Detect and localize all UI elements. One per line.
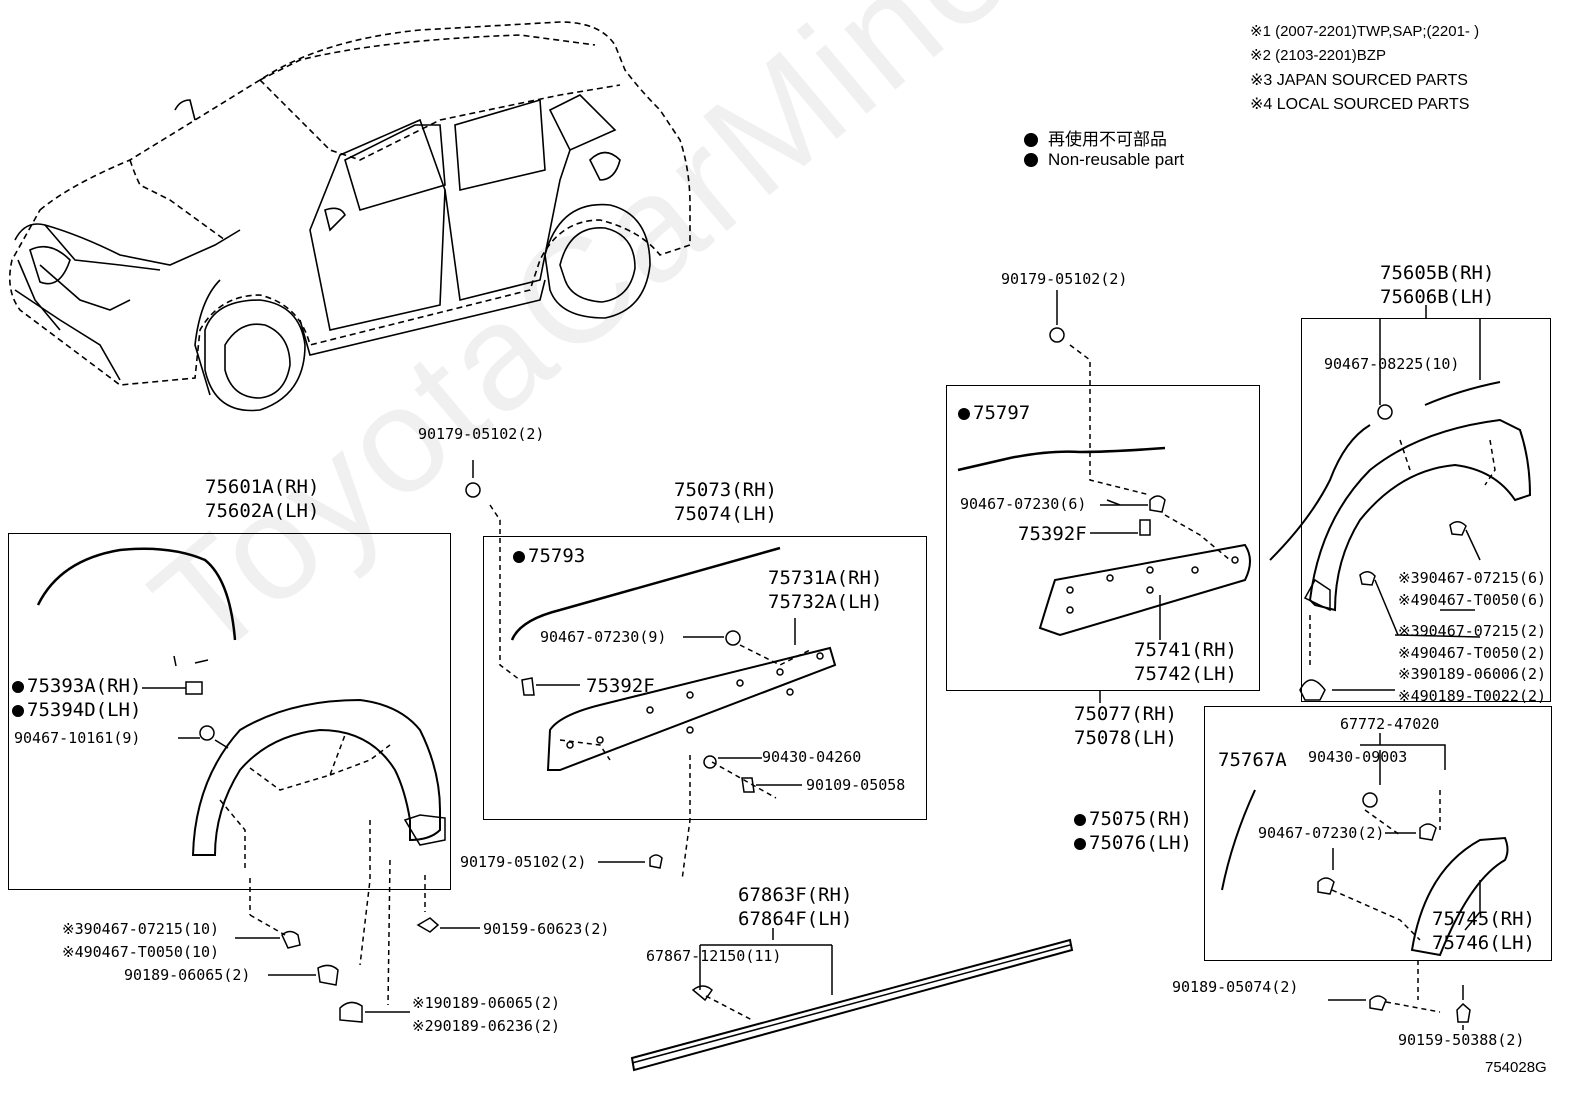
label-390467-c: ※390467-07215(2) (1398, 622, 1547, 640)
label-75731a: 75731A(RH) (768, 567, 883, 589)
rear-door-parts (957, 290, 1251, 703)
label-90159-60623: 90159-60623(2) (483, 920, 610, 938)
label-90179-mid: 90179-05102(2) (460, 853, 587, 871)
note-4: ※4 LOCAL SOURCED PARTS (1250, 96, 1470, 113)
label-75797: 75797 (958, 404, 1030, 423)
vehicle-illustration (9, 21, 691, 412)
label-67867: 67867-12150(11) (646, 947, 782, 965)
label-290189: ※290189-06236(2) (412, 1017, 561, 1035)
label-190189: ※190189-06065(2) (412, 994, 561, 1012)
label-90430-09003: 90430-09003 (1308, 748, 1408, 766)
note-1: ※1 (2007-2201)TWP,SAP;(2201- ) (1250, 23, 1480, 40)
label-90109-05058: 90109-05058 (806, 776, 906, 794)
label-75073: 75073(RH) (674, 479, 777, 501)
label-67864f: 67864F(LH) (738, 908, 853, 930)
label-75745: 75745(RH) (1432, 908, 1535, 930)
front-arch-parts (36, 547, 480, 1023)
frame-rear-lower (1204, 706, 1552, 961)
label-90179-right: 90179-05102(2) (1001, 270, 1128, 288)
label-75077: 75077(RH) (1074, 703, 1177, 725)
label-75606b: 75606B(LH) (1380, 286, 1495, 308)
frame-rear-arch (1301, 318, 1551, 702)
label-90430-04260: 90430-04260 (762, 748, 862, 766)
label-75393a: 75393A(RH) (12, 677, 141, 696)
label-75602a: 75602A(LH) (205, 500, 320, 522)
note-2: ※2 (2103-2201)BZP (1250, 47, 1386, 64)
rear-arch-parts (1269, 305, 1532, 701)
label-75076: 75076(LH) (1074, 834, 1192, 853)
label-75746: 75746(LH) (1432, 932, 1535, 954)
label-390467-a: ※390467-07215(10) (62, 920, 220, 938)
label-90189-06065: 90189-06065(2) (124, 966, 251, 984)
label-390467-b: ※390467-07215(6) (1398, 569, 1547, 587)
label-75394d: 75394D(LH) (12, 701, 141, 720)
label-90179-top: 90179-05102(2) (418, 425, 545, 443)
label-75767a: 75767A (1218, 749, 1287, 771)
figure-code: 754028G (1485, 1059, 1547, 1076)
label-75793: 75793 (513, 547, 585, 566)
label-490467-c: ※490467-T0050(2) (1398, 644, 1547, 662)
frame-front-arch (8, 533, 451, 890)
note-3: ※3 JAPAN SOURCED PARTS (1250, 72, 1468, 89)
label-490467-a: ※490467-T0050(10) (62, 943, 220, 961)
label-75078: 75078(LH) (1074, 727, 1177, 749)
label-390189: ※390189-06006(2) (1398, 665, 1547, 683)
label-75392f-b: 75392F (1018, 523, 1087, 545)
label-75741: 75741(RH) (1134, 639, 1237, 661)
label-90189-05074: 90189-05074(2) (1172, 978, 1299, 996)
label-490467-b: ※490467-T0050(6) (1398, 591, 1547, 609)
label-75732a: 75732A(LH) (768, 591, 883, 613)
label-75601a: 75601A(RH) (205, 476, 320, 498)
label-90467-07230-9: 90467-07230(9) (540, 628, 667, 646)
legend-jp: 再使用不可部品 (1024, 125, 1167, 150)
label-75392f-a: 75392F (586, 675, 655, 697)
label-490189: ※490189-T0022(2) (1398, 687, 1547, 705)
label-67863f: 67863F(RH) (738, 884, 853, 906)
label-90159-50388: 90159-50388(2) (1398, 1031, 1525, 1049)
label-75075: 75075(RH) (1074, 810, 1192, 829)
label-90467-10161: 90467-10161(9) (14, 729, 141, 747)
frame-front-door (483, 536, 927, 820)
legend-en: Non-reusable part (1024, 150, 1184, 170)
rocker-moulding (630, 928, 1074, 1072)
rear-lower-parts (1221, 733, 1509, 1030)
label-75074: 75074(LH) (674, 503, 777, 525)
frame-rear-door (946, 385, 1260, 691)
label-75742: 75742(LH) (1134, 663, 1237, 685)
front-door-parts (465, 460, 837, 881)
label-67772: 67772-47020 (1340, 715, 1440, 733)
label-75605b: 75605B(RH) (1380, 262, 1495, 284)
label-90467-08225: 90467-08225(10) (1324, 355, 1460, 373)
label-90467-07230-6: 90467-07230(6) (960, 495, 1087, 513)
label-90467-07230-2: 90467-07230(2) (1258, 824, 1385, 842)
